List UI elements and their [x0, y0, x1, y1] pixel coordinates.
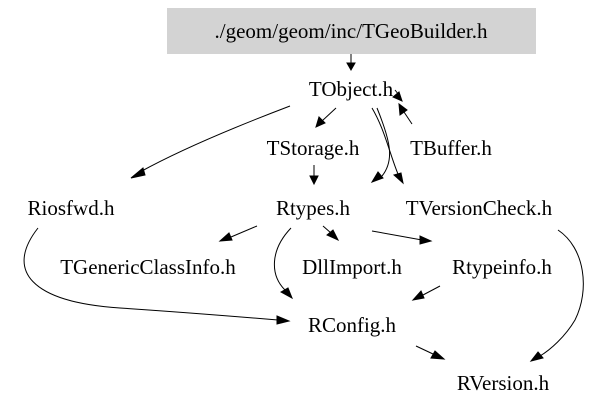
- edge-tobject-to-tstorage: [321, 107, 337, 122]
- node-dllimport[interactable]: DllImport.h: [302, 255, 402, 279]
- node-tversioncheck[interactable]: TVersionCheck.h: [406, 196, 553, 220]
- arrowhead-tversioncheck: [392, 172, 404, 185]
- arrowhead-rconfig-from-riosfwd: [276, 315, 291, 325]
- arrowhead-dllimport: [326, 229, 340, 242]
- node-riosfwd[interactable]: Riosfwd.h: [28, 196, 115, 220]
- node-tgenericclassinfo[interactable]: TGenericClassInfo.h: [60, 255, 236, 279]
- edge-rtypes-to-rtypeinfo: [371, 230, 423, 241]
- node-rversion[interactable]: RVersion.h: [457, 371, 550, 395]
- node-rconfig[interactable]: RConfig.h: [308, 313, 397, 337]
- edge-rtypes-to-dllimport: [322, 225, 332, 234]
- edge-rtypes-to-rconfig: [273, 227, 292, 291]
- edge-riosfwd-to-rconfig: [23, 227, 279, 321]
- arrowhead-rtypes-from-tstorage: [309, 175, 319, 186]
- arrowhead-riosfwd: [130, 167, 146, 179]
- node-rtypes[interactable]: Rtypes.h: [276, 196, 351, 220]
- edge-rconfig-to-rversion: [415, 345, 434, 355]
- edge-tversioncheck-to-rversion: [539, 229, 584, 357]
- arrowhead-tobject: [346, 62, 356, 72]
- edge-tobject-to-riosfwd: [139, 105, 291, 173]
- node-rtypeinfo[interactable]: Rtypeinfo.h: [452, 255, 552, 279]
- node-tstorage[interactable]: TStorage.h: [267, 136, 360, 160]
- node-tobject[interactable]: TObject.h: [309, 77, 394, 101]
- arrowhead-rconfig-from-rtypeinfo: [411, 290, 425, 301]
- nodes: ./geom/geom/inc/TGeoBuilder.h TObject.h …: [28, 8, 553, 395]
- arrowhead-rversion-from-tversioncheck: [529, 351, 544, 362]
- arrowhead-rtypes-from-tobject: [370, 171, 384, 183]
- edges: [23, 54, 584, 362]
- edge-tobject-to-rtypes: [376, 107, 391, 177]
- edge-tbuffer-to-tobject: [403, 111, 413, 125]
- edge-rtypes-to-tgenericclassinfo: [230, 225, 258, 238]
- node-root[interactable]: ./geom/geom/inc/TGeoBuilder.h: [215, 19, 488, 43]
- arrowhead-tstorage: [315, 116, 326, 128]
- root-node-box: [167, 8, 536, 54]
- edge-tobject-to-tversioncheck: [371, 107, 399, 175]
- arrowhead-rtypeinfo: [419, 235, 433, 245]
- arrowhead-tobject-back: [398, 102, 408, 116]
- node-tbuffer[interactable]: TBuffer.h: [410, 136, 492, 160]
- edge-rtypeinfo-to-rconfig: [422, 285, 441, 296]
- arrowhead-tgenericclassinfo: [218, 232, 233, 242]
- arrowhead-tbuffer: [392, 91, 403, 102]
- arrowhead-rversion-from-rconfig: [430, 350, 446, 360]
- arrowhead-rconfig-from-rtypes: [279, 287, 293, 300]
